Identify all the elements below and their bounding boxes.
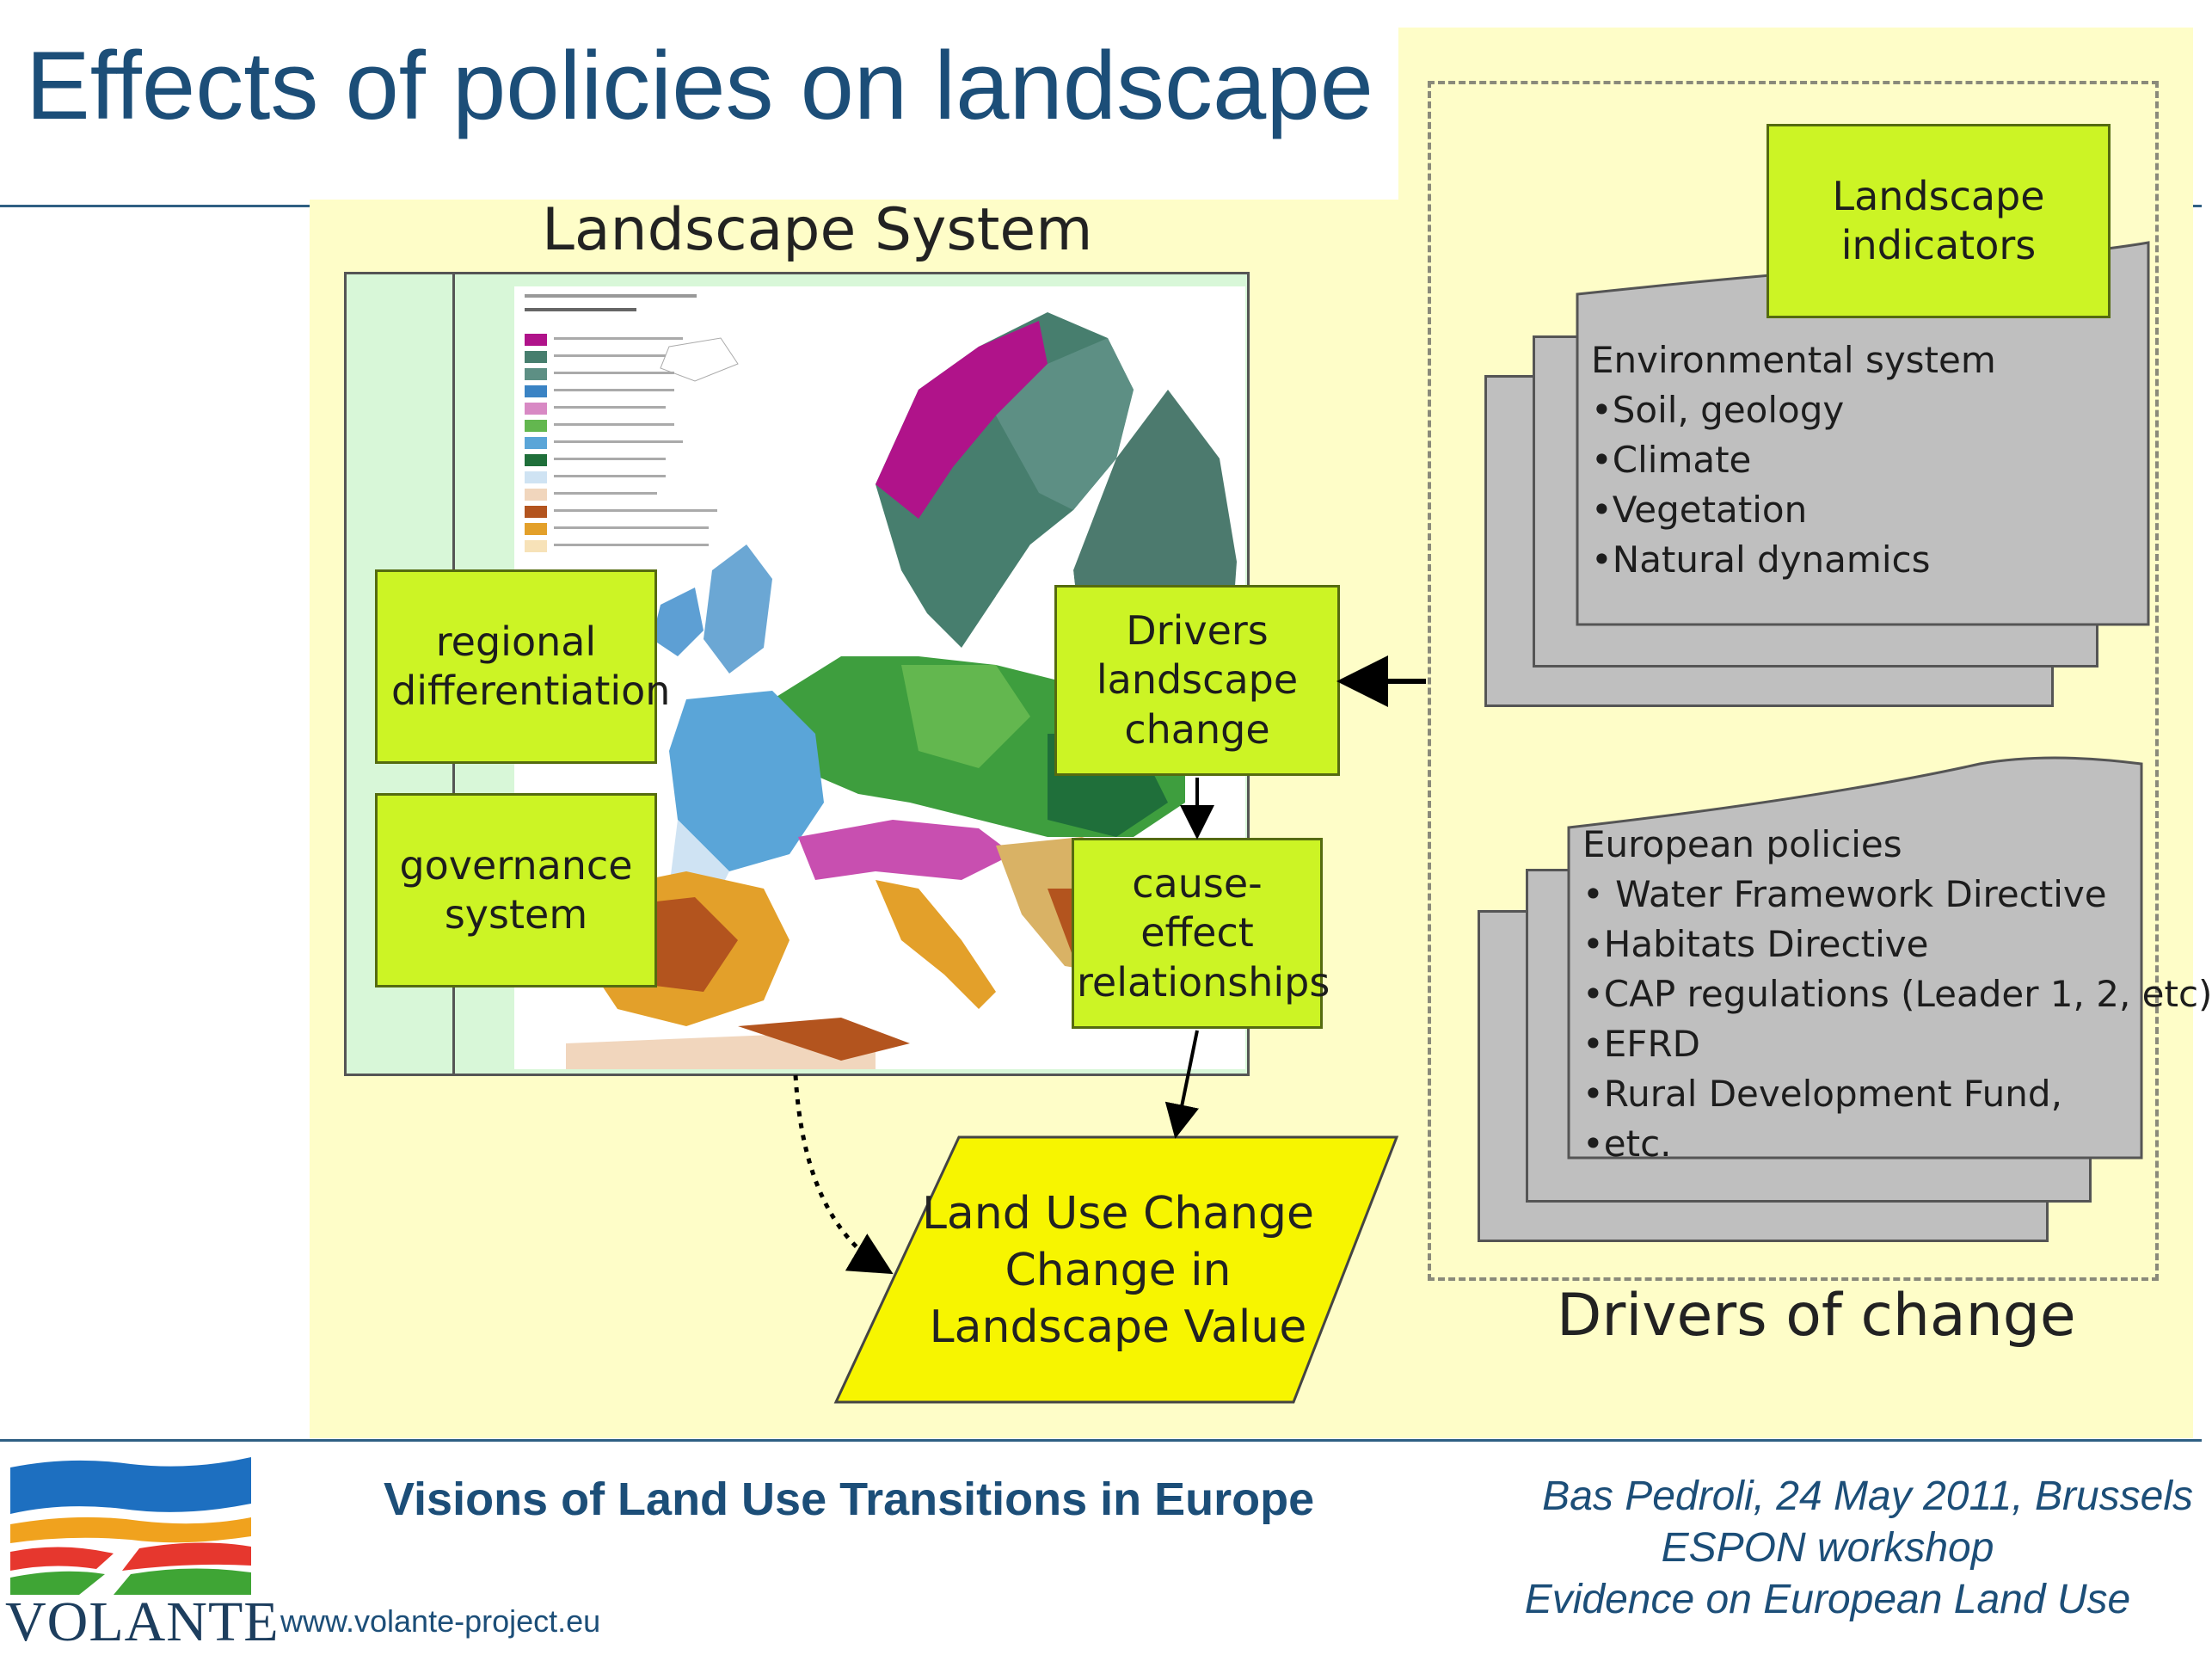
legend-label-line (554, 423, 674, 426)
legend-swatch (525, 437, 547, 449)
legend-swatch (525, 334, 547, 346)
env-item-climate: •Climate (1591, 439, 1752, 481)
policy-item-cap: •CAP regulations (Leader 1, 2, etc) (1582, 973, 2212, 1015)
volante-logo-text: VOLANTE (5, 1590, 280, 1653)
legend-swatch (525, 420, 547, 432)
legend-swatch (525, 506, 547, 518)
legend-label-line (554, 458, 666, 460)
project-title: Visions of Land Use Transitions in Europ… (384, 1474, 1315, 1525)
regional-differentiation-box: regional differentiation (375, 569, 671, 764)
policy-item-etc: •etc. (1582, 1123, 1672, 1165)
map-legend (525, 294, 722, 552)
land-use-change-text: Land Use Change Change in Landscape Valu… (894, 1185, 1342, 1356)
policy-item-efrd: •EFRD (1582, 1023, 1700, 1065)
credit-event: ESPON workshop (1661, 1525, 1994, 1571)
policy-card-front (1567, 756, 2143, 1160)
drivers-dashed-frame (1428, 81, 2159, 1281)
european-policies-title: European policies (1582, 823, 1902, 865)
cause-effect-label: cause-effect relationships (1077, 859, 1330, 1006)
legend-label-line (554, 372, 674, 374)
legend-swatch (525, 403, 547, 415)
landscape-indicators-label: Landscape indicators (1832, 172, 2045, 269)
credit-author-date: Bas Pedroli, 24 May 2011, Brussels (1542, 1474, 2193, 1519)
cause-effect-box: cause-effect relationships (1072, 838, 1330, 1029)
drivers-landscape-change-box: Drivers landscape change (1054, 585, 1340, 776)
legend-swatch (525, 489, 547, 501)
legend-swatch (525, 454, 547, 466)
regional-differentiation-label: regional differentiation (391, 618, 671, 715)
change-in-line: Change in (1005, 1245, 1232, 1296)
legend-label-line (554, 544, 709, 546)
env-item-natural-dynamics: •Natural dynamics (1591, 538, 1931, 581)
policy-item-wfd: • Water Framework Directive (1582, 873, 2107, 915)
env-item-vegetation: •Vegetation (1591, 489, 1808, 531)
governance-system-label: governance system (399, 841, 633, 938)
landscape-indicators-box: Landscape indicators (1767, 124, 2111, 318)
cause-to-output-arrow (1164, 1030, 1199, 1139)
legend-swatch (525, 351, 547, 363)
footer-divider (0, 1439, 2202, 1442)
legend-swatch (525, 368, 547, 380)
legend-swatch (525, 385, 547, 397)
credit-theme: Evidence on European Land Use (1524, 1577, 2131, 1622)
legend-label-line (554, 492, 657, 495)
land-use-change-line: Land Use Change (921, 1188, 1315, 1240)
map-to-output-dotted-arrow (793, 1074, 894, 1275)
drivers-landscape-change-label: Drivers landscape change (1096, 606, 1299, 753)
legend-subtitle-line (525, 308, 636, 311)
legend-label-line (554, 509, 717, 512)
governance-system-box: governance system (375, 793, 657, 987)
legend-swatch (525, 540, 547, 552)
slide-title: Effects of policies on landscape (26, 32, 1373, 139)
legend-label-line (554, 440, 683, 443)
legend-label-line (554, 475, 666, 477)
legend-swatch (525, 471, 547, 483)
legend-label-line (554, 406, 666, 409)
environmental-system-list: Environmental system •Soil, geology •Cli… (1591, 335, 1996, 585)
land-use-change-shape (833, 1135, 1399, 1404)
policy-item-rdf: •Rural Development Fund, (1582, 1073, 2062, 1115)
environmental-system-title: Environmental system (1591, 339, 1996, 381)
presentation-credit: Bas Pedroli, 24 May 2011, Brussels ESPON… (1462, 1471, 2193, 1626)
legend-title-line (525, 294, 697, 298)
drivers-of-change-heading: Drivers of change (1557, 1282, 2076, 1350)
project-url-link[interactable]: www.volante-project.eu (280, 1603, 601, 1639)
env-item-soil: •Soil, geology (1591, 389, 1845, 431)
legend-swatch (525, 523, 547, 535)
european-policies-list: European policies • Water Framework Dire… (1582, 820, 2212, 1169)
legend-label-line (554, 337, 683, 340)
volante-logo (10, 1457, 251, 1595)
legend-label-line (554, 389, 674, 391)
landscape-system-heading: Landscape System (542, 196, 1093, 264)
legend-label-line (554, 526, 709, 529)
legend-label-line (554, 354, 666, 357)
policy-item-habitats: •Habitats Directive (1582, 923, 1929, 965)
landscape-value-line: Landscape Value (929, 1301, 1307, 1353)
